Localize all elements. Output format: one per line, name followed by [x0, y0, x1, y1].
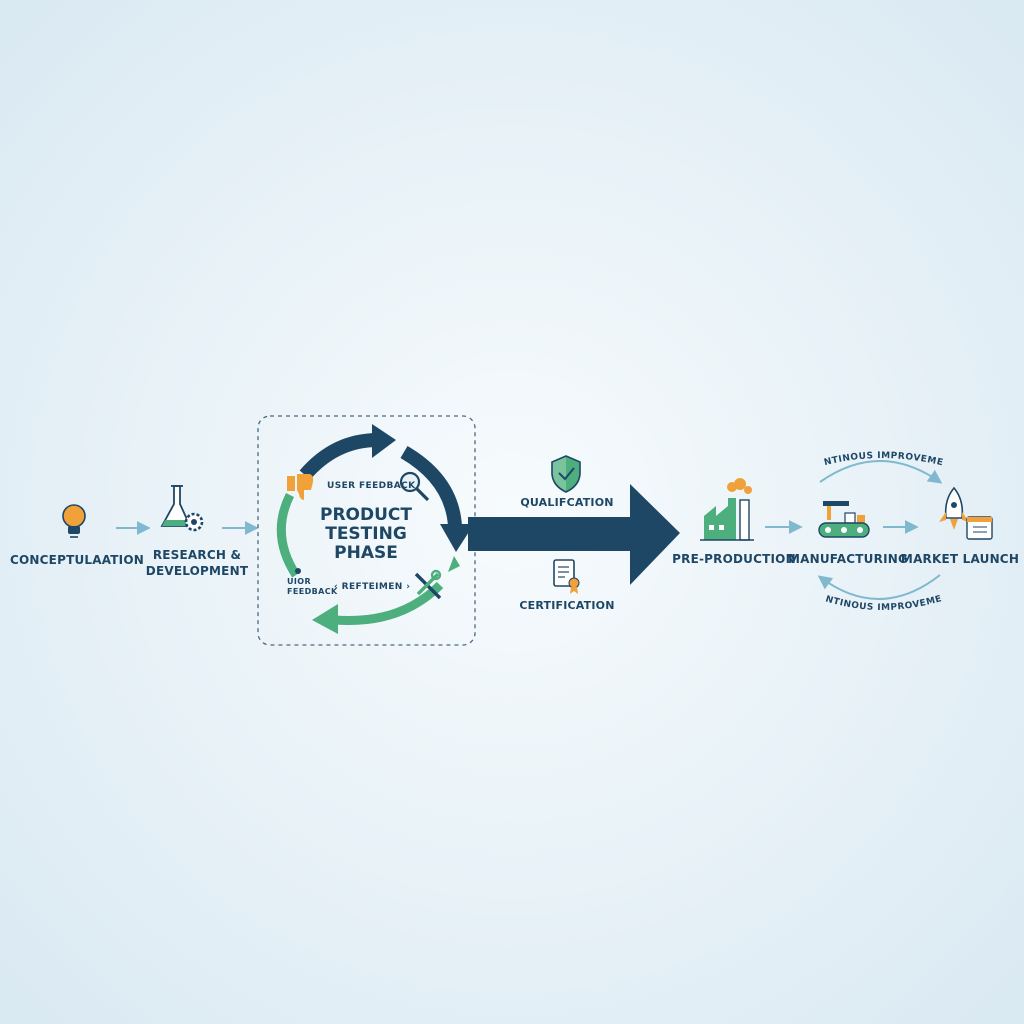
shield-check-icon: [551, 455, 581, 493]
lightbulb-icon: [62, 504, 86, 538]
stage-label-qualification: QUALIFCATION: [520, 496, 614, 509]
cycle-arrows: [276, 424, 474, 634]
feedback-small-line1: UIOR: [287, 577, 312, 586]
magnifier-icon: [399, 471, 430, 502]
main-flow-arrow: [468, 484, 680, 585]
stage-label-research-line2: DEVELOPMENT: [145, 564, 249, 578]
flask-gear-icon: [160, 485, 204, 532]
stage-label-market-launch: MARKET LAUNCH: [900, 552, 1020, 566]
testing-phase-title-line3: PHASE: [334, 543, 398, 563]
improvement-loop: [817, 460, 943, 600]
factory-icon: [700, 478, 754, 541]
certificate-icon: [553, 559, 580, 594]
feedback-small-label: UIOR FEEDBACK: [287, 577, 338, 597]
user-icon: [295, 568, 301, 574]
stage-label-certification: CERTIFICATION: [519, 599, 615, 612]
stage-label-conceptualization: CONCEPTULAATION: [10, 553, 144, 567]
stage-label-manufacturing: MANUFACTURING: [787, 552, 909, 566]
testing-phase-title-line2: TESTING: [325, 524, 407, 544]
stage-label-research: RESEARCH & DEVELOPMENT: [146, 547, 248, 579]
stage-label-preproduction: PRE-PRODUCTION: [672, 552, 796, 566]
thumbs-down-icon: [287, 474, 314, 500]
wrench-icon: [414, 569, 442, 600]
refinement-label: ‹ REFTEIMEN ›: [334, 582, 411, 592]
rocket-calendar-icon: [939, 486, 993, 540]
testing-phase-title: PRODUCT TESTING PHASE: [320, 506, 412, 563]
conveyor-icon: [818, 501, 870, 538]
user-feedback-label: USER FEEDBACK: [327, 481, 416, 491]
testing-phase-title-line1: PRODUCT: [320, 505, 412, 525]
feedback-small-line2: FEEDBACK: [287, 587, 338, 596]
stage-label-research-line1: RESEARCH &: [152, 548, 242, 562]
